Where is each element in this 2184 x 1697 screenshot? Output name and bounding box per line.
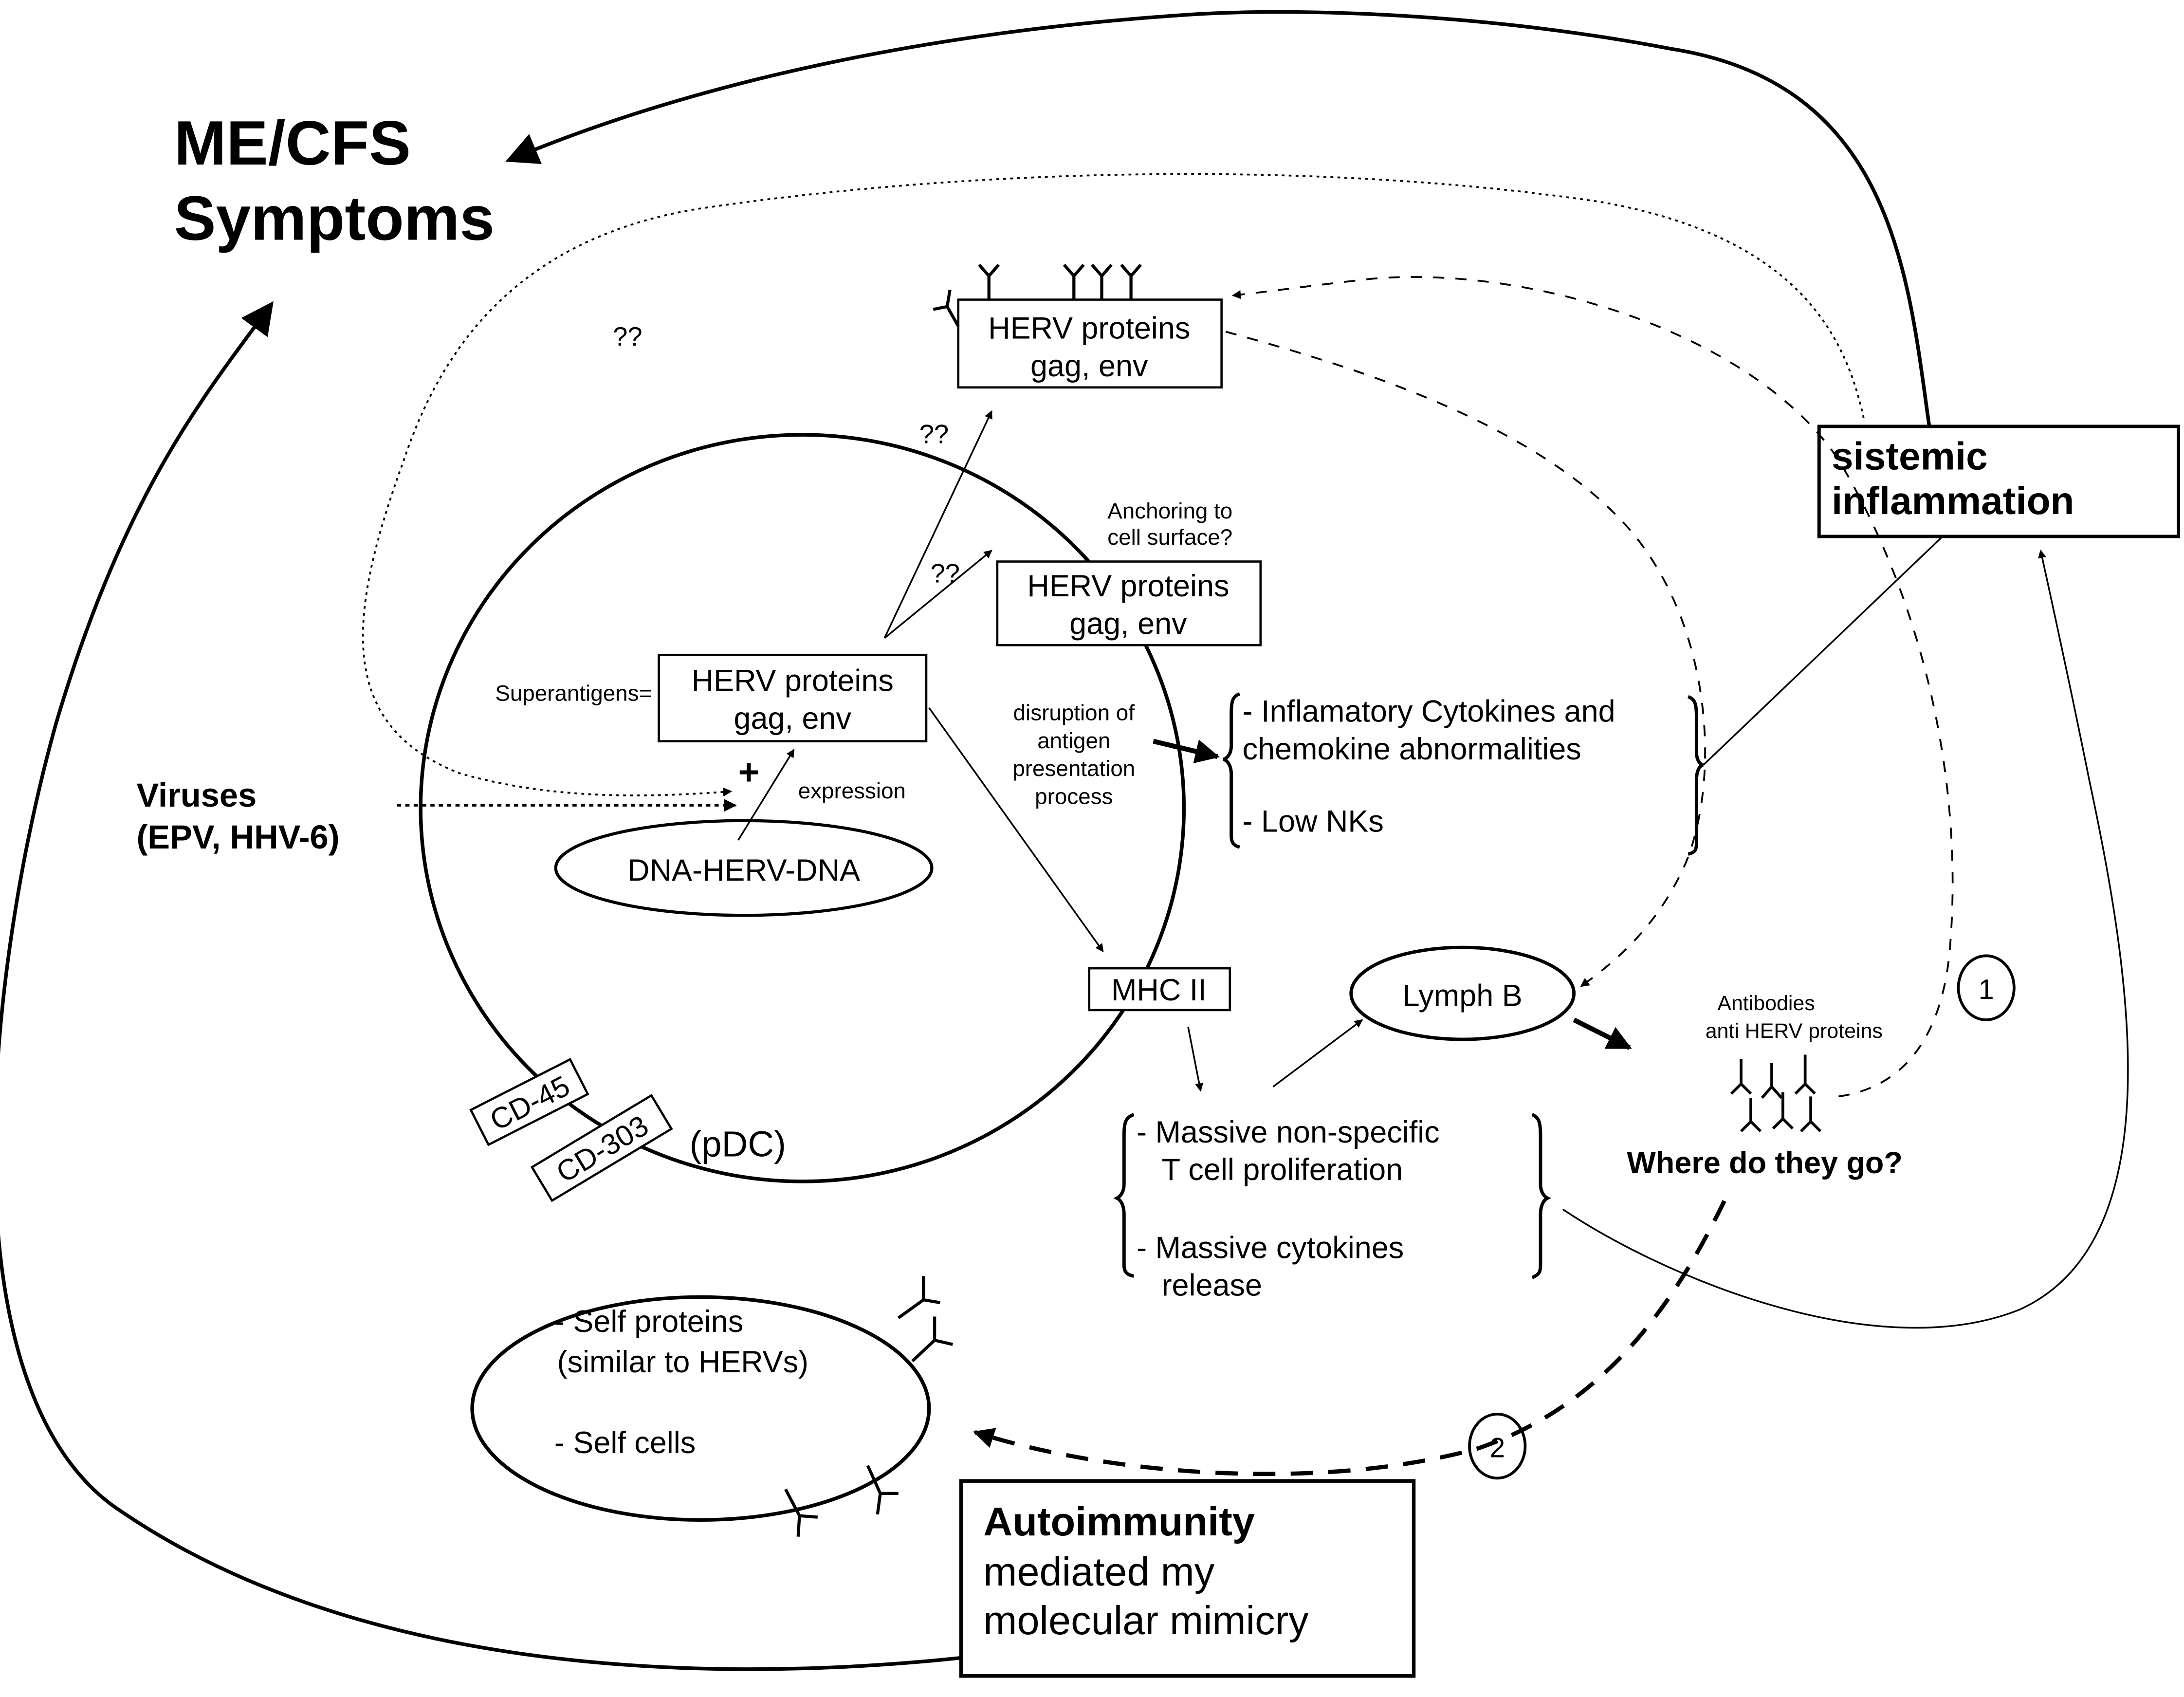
- herv-inner-line2: gag, env: [734, 701, 852, 736]
- question-marks-1: ??: [613, 322, 642, 351]
- circle-1: [1957, 954, 2016, 1021]
- antibodies-line1: Antibodies: [1717, 992, 1815, 1015]
- arrow-disruption-to-cytokines: [1153, 738, 1220, 764]
- title-me-cfs: ME/CFS Symptoms: [174, 108, 495, 254]
- arrow-lymphb-to-antibodies: [1573, 1017, 1632, 1050]
- disruption-label: disruption of antigen presentation proce…: [1012, 701, 1135, 809]
- arrow-inner-to-surface: [883, 410, 993, 639]
- arrow-tcell-to-systemic: [1562, 549, 2129, 1329]
- antibody-icon: [978, 263, 1000, 300]
- question-marks-3: ??: [931, 558, 960, 588]
- tcell-item2-line2: release: [1162, 1269, 1262, 1303]
- arrow-tcell-to-lymphb: [1272, 1019, 1363, 1088]
- question-marks-2: ??: [919, 419, 949, 449]
- dashed-herv-to-lymphb: [1225, 331, 1706, 987]
- pdc-cell: [419, 433, 1186, 1183]
- cytokine-item1-line2: chemokine abnormalities: [1243, 732, 1581, 766]
- self-cell-line3: - Self cells: [554, 1426, 696, 1460]
- circle-2-label: 2: [1489, 1433, 1505, 1464]
- svg-text:process: process: [1035, 784, 1113, 809]
- tcell-bracket-left: [1113, 1113, 1135, 1278]
- autoimmunity-box: [959, 1479, 1416, 1678]
- lymph-b-label: Lymph B: [1403, 978, 1523, 1013]
- systemic-line2: inflammation: [1832, 479, 2074, 522]
- herv-anchored-line1: HERV proteins: [1027, 569, 1229, 603]
- anchoring-line1: Anchoring to: [1107, 498, 1232, 523]
- self-cell-line2: (similar to HERVs): [557, 1345, 808, 1379]
- antibody-icons-self-cell: [784, 1276, 954, 1537]
- cytokine-bracket-right: [1687, 695, 1704, 856]
- autoimmunity-line2: mediated my: [983, 1549, 1214, 1594]
- mhc-ii-box: [1088, 967, 1231, 1012]
- systemic-inflammation-box: [1817, 424, 2180, 538]
- arrow-systemic-to-symptoms: [505, 10, 1931, 425]
- cytokine-item1-line1: - Inflamatory Cytokines and: [1243, 695, 1615, 729]
- herv-surface-box: [957, 298, 1223, 389]
- antibody-cluster-icon: [1730, 1054, 1822, 1132]
- antibody-icon: [1063, 263, 1085, 300]
- cytokine-item2: - Low NKs: [1243, 805, 1384, 839]
- autoimmunity-line1: Autoimmunity: [983, 1499, 1255, 1544]
- viruses-line1: Viruses: [136, 776, 257, 814]
- self-cell-ellipse: [470, 1295, 931, 1522]
- herv-anchored-line2: gag, env: [1069, 607, 1187, 641]
- tcell-item1-line1: - Massive non-specific: [1137, 1115, 1440, 1149]
- dashed-antibodies-to-surface: [1231, 276, 1954, 1098]
- antibody-icon: [1120, 263, 1142, 300]
- arrow-inner-to-mhc: [928, 707, 1104, 953]
- herv-inner-line1: HERV proteins: [692, 664, 894, 698]
- herv-anchored-box: [996, 560, 1262, 646]
- antibody-icons-surface: [933, 263, 1142, 327]
- dna-herv-dna-ellipse: [554, 819, 934, 917]
- lymph-b-ellipse: [1349, 945, 1576, 1041]
- anchoring-line2: cell surface?: [1107, 525, 1232, 550]
- plus-sign: +: [738, 752, 759, 792]
- antibody-icon: [1091, 263, 1113, 300]
- where-label: Where do they go?: [1627, 1146, 1902, 1180]
- viruses-line2: (EPV, HHV-6): [136, 818, 339, 856]
- arrow-autoimmunity-to-symptoms: [0, 301, 961, 1671]
- dashed-antibodies-to-self-cell: [973, 1200, 1726, 1476]
- svg-text:disruption of: disruption of: [1013, 701, 1135, 725]
- antibodies-line2: anti HERV proteins: [1706, 1019, 1883, 1043]
- dna-label: DNA-HERV-DNA: [627, 853, 860, 887]
- tcell-bracket-right: [1531, 1113, 1551, 1279]
- tcell-item1-line2: T cell proliferation: [1162, 1153, 1403, 1187]
- mhc-label: MHC II: [1111, 973, 1207, 1007]
- systemic-line1: sistemic: [1832, 434, 1988, 478]
- svg-text:presentation: presentation: [1012, 756, 1135, 781]
- herv-surface-line1: HERV proteins: [988, 312, 1190, 346]
- cd45-marker: CD-45: [469, 1058, 589, 1146]
- tcell-item2-line1: - Massive cytokines: [1137, 1231, 1404, 1265]
- svg-text:antigen: antigen: [1037, 728, 1110, 753]
- self-cell-line1: - Self proteins: [554, 1305, 743, 1339]
- herv-inner-box: [658, 653, 928, 742]
- arrow-dna-to-herv: [737, 749, 795, 841]
- expression-label: expression: [798, 778, 906, 803]
- circle-1-label: 1: [1979, 974, 1994, 1005]
- arrow-inner-to-anchored: [884, 550, 992, 639]
- antibody-icon: [933, 289, 960, 327]
- arrow-mhc-to-tcell: [1187, 1026, 1204, 1092]
- dotted-feedback-path: [362, 173, 1865, 797]
- cytokine-bracket-left: [1222, 692, 1241, 849]
- arrow-cytokines-to-systemic: [1703, 526, 1954, 766]
- superantigens-label: Superantigens=: [495, 681, 652, 706]
- circle-2: [1468, 1412, 1527, 1480]
- title-line1: ME/CFS: [174, 108, 411, 178]
- pdc-label: (pDC): [689, 1124, 786, 1164]
- herv-surface-line2: gag, env: [1030, 349, 1148, 383]
- title-line2: Symptoms: [174, 183, 495, 253]
- autoimmunity-line3: molecular mimicry: [983, 1598, 1309, 1643]
